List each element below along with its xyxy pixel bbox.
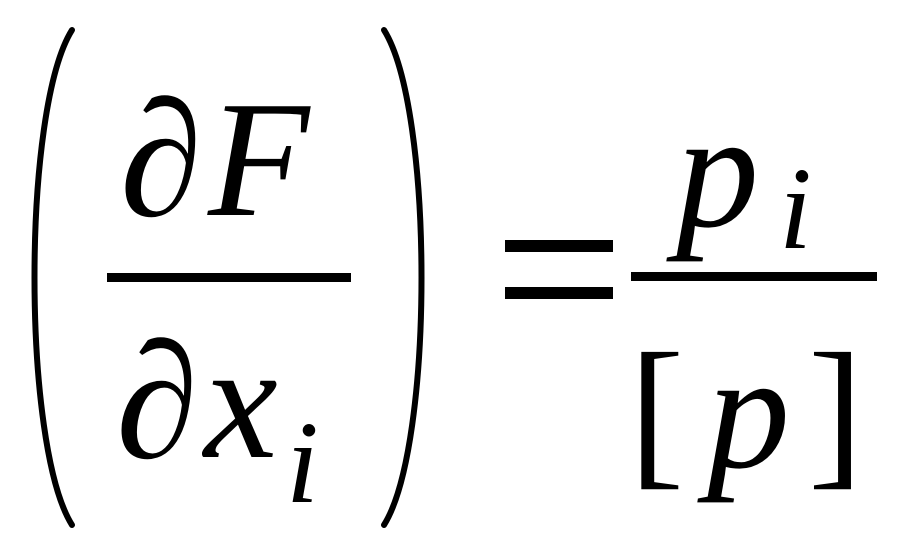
right-fraction-bar <box>631 272 877 281</box>
variable-x: x <box>204 309 278 493</box>
variable-p-denominator: p <box>707 319 790 503</box>
equals-bar-top <box>505 240 613 252</box>
right-parenthesis <box>381 27 425 528</box>
subscript-i-p: i <box>779 143 812 274</box>
equals-bar-bottom <box>505 287 613 299</box>
partial-symbol-denominator: ∂ <box>116 309 199 493</box>
right-bracket: ] <box>808 319 864 503</box>
variable-p-numerator: p <box>676 78 759 262</box>
function-f: F <box>208 67 310 251</box>
left-bracket: [ <box>629 319 685 503</box>
partial-symbol-numerator: ∂ <box>120 67 203 251</box>
subscript-i-x: i <box>286 397 319 528</box>
left-parenthesis <box>31 27 75 528</box>
left-fraction-bar <box>107 273 351 282</box>
